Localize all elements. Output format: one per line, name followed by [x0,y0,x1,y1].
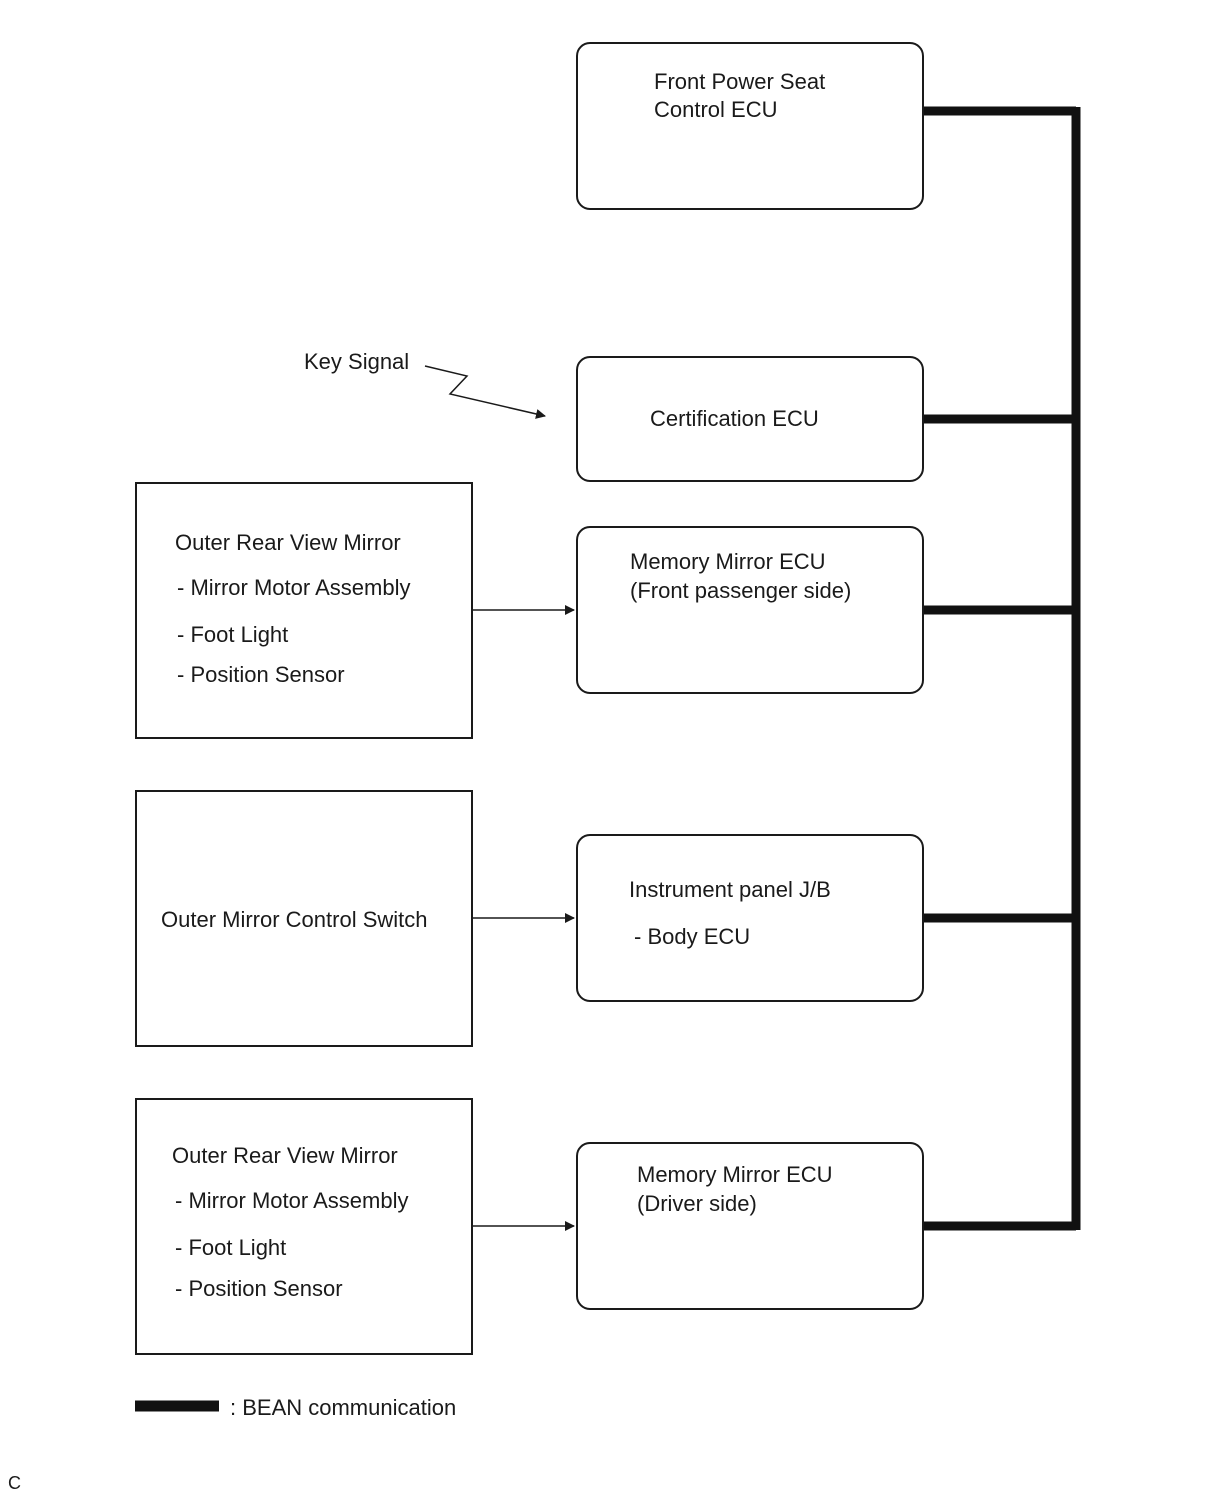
front-power-seat-ecu-label-1: Front Power Seat [654,69,826,94]
certification-ecu-box [576,356,924,482]
outer-mirror-driver-item-position-sensor: - Position Sensor [175,1276,343,1301]
outer-mirror-driver-item-foot-light: - Foot Light [175,1235,287,1260]
legend-bean-label: : BEAN communication [230,1395,457,1420]
outer-mirror-passenger-item-motor: - Mirror Motor Assembly [177,575,411,600]
corner-label: C [8,1473,21,1493]
outer-mirror-driver-box [135,1098,473,1355]
outer-mirror-driver-title: Outer Rear View Mirror [172,1143,398,1168]
outer-mirror-passenger-title: Outer Rear View Mirror [175,530,401,555]
outer-mirror-passenger-item-position-sensor: - Position Sensor [177,662,345,687]
front-power-seat-ecu-label-2: Control ECU [654,97,778,122]
memory-mirror-ecu-passenger-box [576,526,924,694]
memory-mirror-ecu-passenger-label-1: Memory Mirror ECU [630,549,826,574]
outer-mirror-control-switch-box [135,790,473,1047]
certification-ecu-label: Certification ECU [650,406,819,431]
memory-mirror-ecu-driver-label-1: Memory Mirror ECU [637,1162,833,1187]
memory-mirror-ecu-passenger-label-2: (Front passenger side) [630,578,852,603]
bean-bus [924,106,1081,1231]
key-signal-label: Key Signal [304,349,410,374]
outer-mirror-passenger-item-foot-light: - Foot Light [177,622,289,647]
outer-mirror-driver-item-motor: - Mirror Motor Assembly [175,1188,409,1213]
key-signal-arrow [424,365,546,419]
outer-mirror-passenger-box [135,482,473,739]
instrument-panel-jb-label: Instrument panel J/B [629,877,831,902]
instrument-panel-jb-box [576,834,924,1002]
front-power-seat-ecu-box [576,42,924,210]
body-ecu-label: - Body ECU [634,924,751,949]
memory-mirror-ecu-driver-label-2: (Driver side) [637,1191,757,1216]
memory-mirror-ecu-driver-box [576,1142,924,1310]
outer-mirror-control-switch-label: Outer Mirror Control Switch [161,907,428,932]
